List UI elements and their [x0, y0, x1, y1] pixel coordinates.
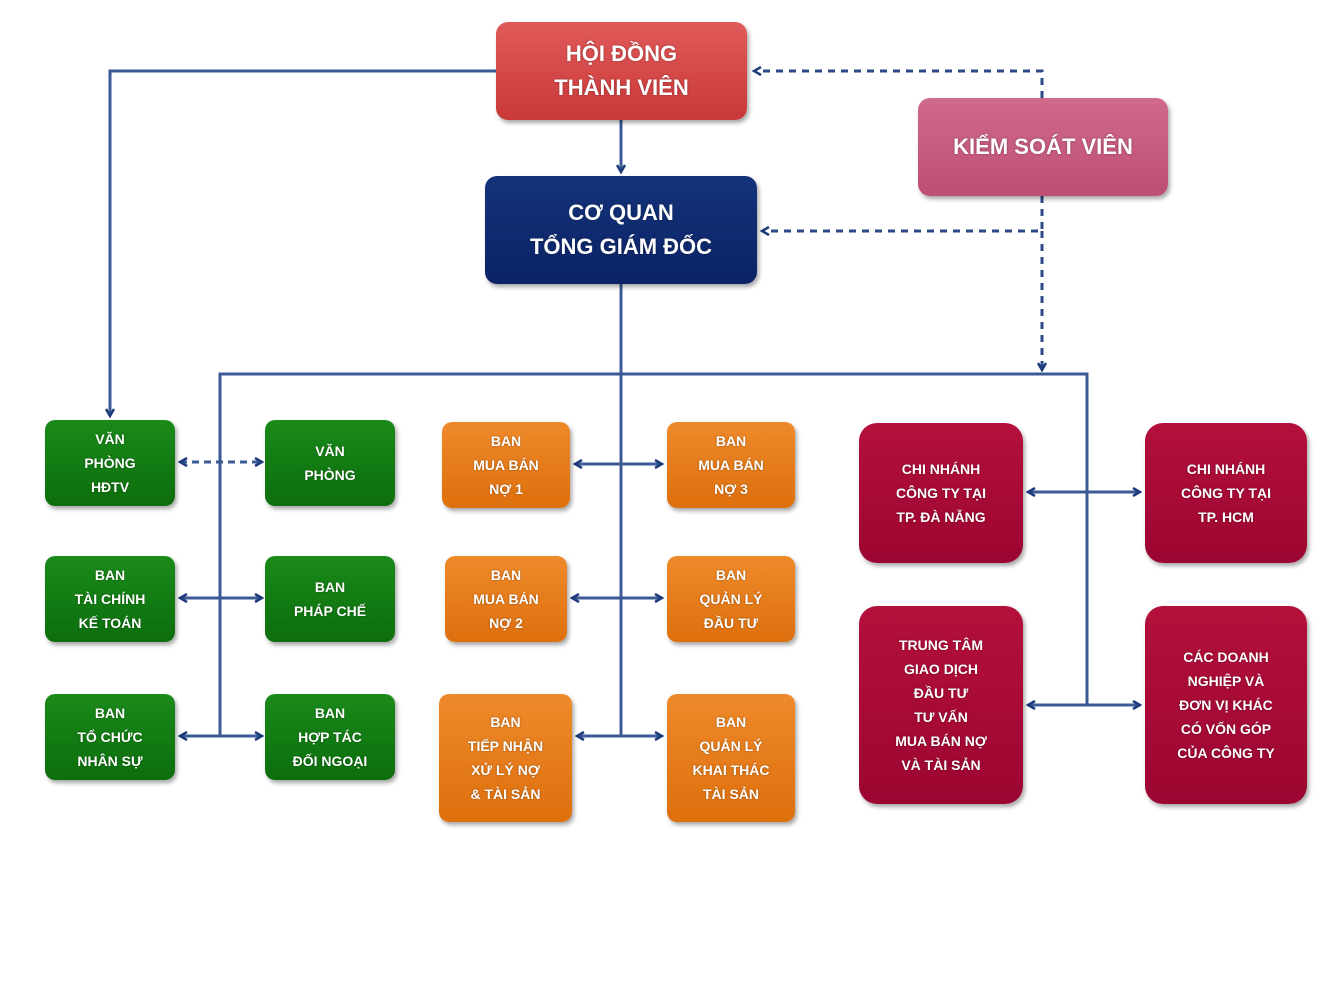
node-board-label: HỘI ĐỒNG THÀNH VIÊN	[554, 41, 689, 100]
node-external: BAN HỢP TÁC ĐỐI NGOẠI	[265, 694, 395, 780]
edge-controller-ceo	[762, 196, 1044, 231]
node-legal: BAN PHÁP CHẾ	[265, 556, 395, 642]
node-trading-center: TRUNG TÂM GIAO DỊCH ĐẦU TƯ TƯ VẤN MUA BÁ…	[859, 606, 1023, 804]
node-controller-label: KIỂM SOÁT VIÊN	[953, 134, 1133, 159]
node-ceo-label: CƠ QUAN TỔNG GIÁM ĐỐC	[529, 200, 713, 259]
node-label: CHI NHÁNH CÔNG TY TẠI TP. ĐÀ NẴNG	[896, 461, 986, 525]
node-debt-1: BAN MUA BÁN NỢ 1	[442, 422, 570, 508]
node-debt-3: BAN MUA BÁN NỢ 3	[667, 422, 795, 508]
node-label: VĂN PHÒNG	[304, 443, 356, 483]
node-office: VĂN PHÒNG	[265, 420, 395, 506]
node-label: BAN MUA BÁN NỢ 3	[698, 433, 764, 497]
node-branch-danang: CHI NHÁNH CÔNG TY TẠI TP. ĐÀ NẴNG	[859, 423, 1023, 563]
departments-bus	[218, 372, 1089, 736]
node-label: BAN TÀI CHÍNH KẾ TOÁN	[74, 567, 146, 631]
node-hr: BAN TỔ CHỨC NHÂN SỰ	[45, 694, 175, 780]
node-label: VĂN PHÒNG HĐTV	[84, 431, 136, 495]
node-investment: BAN QUẢN LÝ ĐẦU TƯ	[667, 556, 795, 642]
edge-controller-board	[754, 71, 1044, 98]
node-debt-intake: BAN TIẾP NHẬN XỬ LÝ NỢ & TÀI SẢN	[439, 694, 572, 822]
node-branch-hcm: CHI NHÁNH CÔNG TY TẠI TP. HCM	[1145, 423, 1307, 563]
node-label: BAN QUẢN LÝ ĐẦU TƯ	[699, 567, 763, 631]
node-label: CÁC DOANH NGHIỆP VÀ ĐƠN VỊ KHÁC CÓ VỐN G…	[1177, 649, 1275, 761]
node-label: BAN MUA BÁN NỢ 1	[473, 433, 539, 497]
node-office-board: VĂN PHÒNG HĐTV	[45, 420, 175, 506]
node-label: BAN TIẾP NHẬN XỬ LÝ NỢ & TÀI SẢN	[467, 714, 544, 802]
node-asset-mgmt: BAN QUẢN LÝ KHAI THÁC TÀI SẢN	[667, 694, 795, 822]
node-affiliates: CÁC DOANH NGHIỆP VÀ ĐƠN VỊ KHÁC CÓ VỐN G…	[1145, 606, 1307, 804]
node-finance: BAN TÀI CHÍNH KẾ TOÁN	[45, 556, 175, 642]
node-label: BAN PHÁP CHẾ	[293, 579, 367, 619]
node-label: TRUNG TÂM GIAO DỊCH ĐẦU TƯ TƯ VẤN MUA BÁ…	[895, 637, 987, 773]
node-label: BAN TỔ CHỨC NHÂN SỰ	[77, 705, 143, 769]
node-board: HỘI ĐỒNG THÀNH VIÊN	[496, 22, 747, 120]
node-controller: KIỂM SOÁT VIÊN	[918, 98, 1168, 196]
node-debt-2: BAN MUA BÁN NỢ 2	[445, 556, 567, 642]
node-ceo: CƠ QUAN TỔNG GIÁM ĐỐC	[485, 176, 757, 284]
node-label: BAN QUẢN LÝ KHAI THÁC TÀI SẢN	[692, 714, 770, 802]
node-label: BAN MUA BÁN NỢ 2	[473, 567, 539, 631]
edge-board-office	[110, 69, 496, 416]
node-label: CHI NHÁNH CÔNG TY TẠI TP. HCM	[1181, 461, 1271, 525]
node-label: BAN HỢP TÁC ĐỐI NGOẠI	[292, 705, 368, 769]
